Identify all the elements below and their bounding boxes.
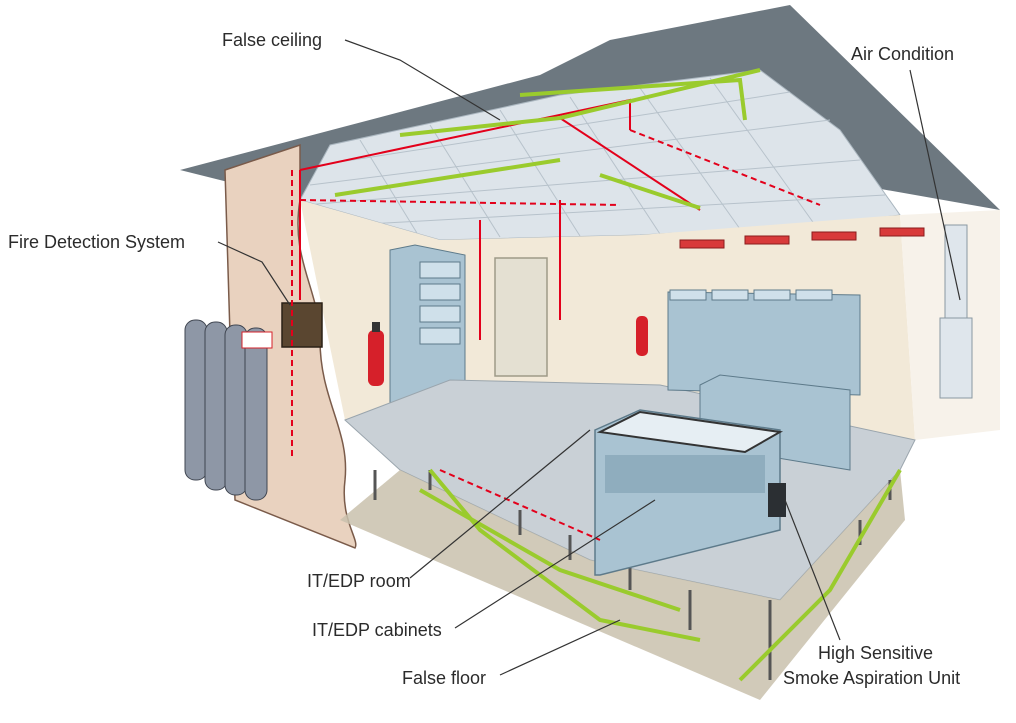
cabinet-top-grid <box>596 410 784 454</box>
fire-extinguisher-left <box>368 322 384 386</box>
fire-detection-panel <box>281 302 323 348</box>
false-floor-slab <box>340 470 905 700</box>
label-false-floor: False floor <box>402 668 486 688</box>
label-false-ceiling: False ceiling <box>222 30 322 50</box>
air-condition-unit <box>939 224 973 399</box>
ceiling-lights <box>679 227 925 249</box>
server-tops <box>669 289 833 301</box>
cabinet-front-panel <box>605 455 765 493</box>
label-aspiration-unit-line1: High Sensitive <box>818 643 933 663</box>
fire-extinguisher-right <box>636 316 648 356</box>
smoke-aspiration-unit <box>768 483 786 517</box>
cylinder-label <box>241 331 273 349</box>
aspiration-pipe <box>334 68 902 682</box>
label-it-edp-room: IT/EDP room <box>307 571 411 591</box>
door <box>494 257 548 377</box>
label-air-condition: Air Condition <box>851 44 954 64</box>
leader-lines <box>217 39 961 676</box>
label-fire-detection-system: Fire Detection System <box>8 232 185 252</box>
label-aspiration-unit-line2: Smoke Aspiration Unit <box>783 668 960 688</box>
gas-cylinders <box>184 319 268 501</box>
rack-panels <box>419 261 461 345</box>
server-row-back <box>667 291 861 396</box>
ceiling-grid <box>304 77 886 239</box>
detection-wiring-dashed <box>291 129 821 541</box>
label-it-edp-cabinets: IT/EDP cabinets <box>312 620 442 640</box>
